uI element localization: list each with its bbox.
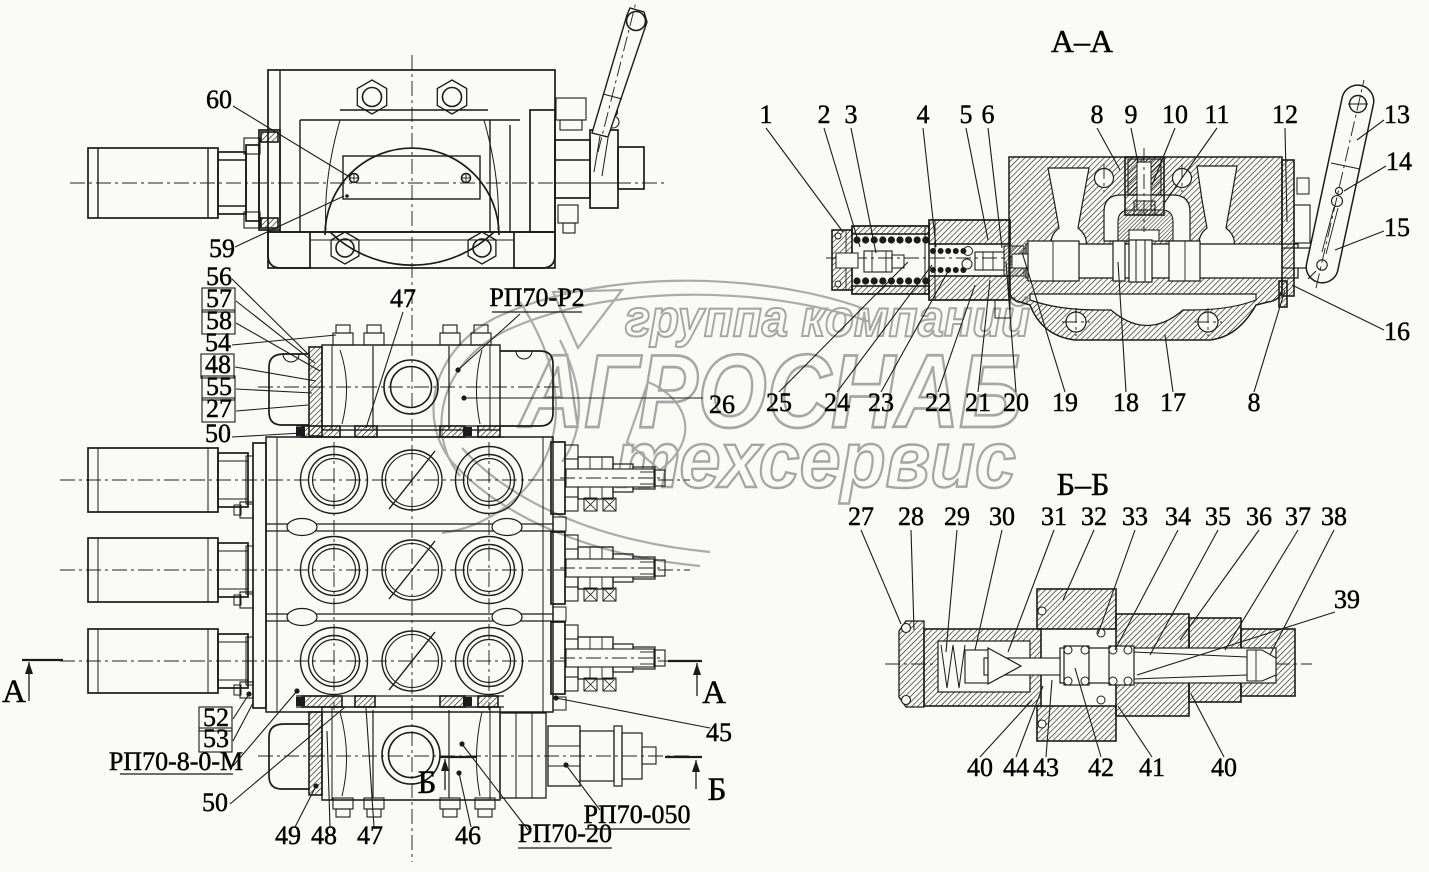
svg-text:12: 12 — [1272, 100, 1298, 129]
svg-text:31: 31 — [1041, 502, 1067, 531]
svg-text:43: 43 — [1033, 753, 1059, 782]
svg-text:18: 18 — [1113, 388, 1139, 417]
svg-text:10: 10 — [1162, 100, 1188, 129]
svg-text:37: 37 — [1285, 502, 1311, 531]
svg-text:36: 36 — [1246, 502, 1272, 531]
svg-text:А–А: А–А — [1051, 23, 1113, 59]
svg-text:55: 55 — [206, 372, 232, 401]
svg-text:26: 26 — [709, 390, 735, 419]
svg-text:21: 21 — [965, 388, 991, 417]
svg-text:47: 47 — [390, 284, 416, 313]
svg-text:40: 40 — [967, 753, 993, 782]
svg-text:25: 25 — [766, 388, 792, 417]
svg-text:39: 39 — [1334, 585, 1360, 614]
svg-text:22: 22 — [925, 388, 951, 417]
svg-text:РП70-8-0-М: РП70-8-0-М — [109, 747, 243, 776]
svg-text:49: 49 — [275, 821, 301, 850]
svg-text:60: 60 — [206, 85, 232, 114]
svg-text:41: 41 — [1139, 753, 1165, 782]
svg-text:А: А — [2, 674, 26, 710]
svg-text:44: 44 — [1003, 753, 1029, 782]
svg-text:42: 42 — [1088, 753, 1114, 782]
svg-text:35: 35 — [1205, 502, 1231, 531]
svg-text:6: 6 — [982, 100, 995, 129]
svg-text:29: 29 — [944, 502, 970, 531]
svg-text:5: 5 — [960, 100, 973, 129]
svg-text:34: 34 — [1165, 502, 1191, 531]
svg-text:А: А — [702, 675, 726, 711]
svg-text:РП70-050: РП70-050 — [584, 800, 691, 829]
svg-text:Б–Б: Б–Б — [1057, 466, 1110, 502]
svg-text:9: 9 — [1125, 100, 1138, 129]
svg-text:23: 23 — [868, 388, 894, 417]
svg-text:11: 11 — [1204, 100, 1229, 129]
svg-text:50: 50 — [205, 419, 231, 448]
svg-text:27: 27 — [206, 394, 232, 423]
svg-text:Б: Б — [418, 765, 437, 801]
svg-text:РП70-Р2: РП70-Р2 — [489, 283, 584, 312]
svg-text:19: 19 — [1052, 388, 1078, 417]
svg-text:17: 17 — [1160, 388, 1186, 417]
svg-text:30: 30 — [989, 502, 1015, 531]
svg-text:53: 53 — [203, 724, 229, 753]
svg-text:20: 20 — [1003, 388, 1029, 417]
svg-text:48: 48 — [311, 821, 337, 850]
svg-text:РП70-20: РП70-20 — [518, 819, 612, 848]
svg-text:54: 54 — [205, 328, 231, 357]
svg-text:47: 47 — [357, 821, 383, 850]
svg-text:56: 56 — [206, 262, 232, 291]
svg-text:48: 48 — [205, 350, 231, 379]
svg-text:45: 45 — [706, 718, 732, 747]
svg-text:52: 52 — [203, 703, 229, 732]
svg-text:техсервис: техсервис — [615, 415, 1016, 504]
svg-text:58: 58 — [206, 306, 232, 335]
svg-text:16: 16 — [1384, 317, 1410, 346]
svg-text:50: 50 — [202, 788, 228, 817]
svg-text:АГРОСНАБ: АГРОСНАБ — [517, 334, 1022, 450]
svg-text:1: 1 — [760, 100, 773, 129]
svg-text:38: 38 — [1321, 502, 1347, 531]
svg-text:13: 13 — [1384, 100, 1410, 129]
svg-text:8: 8 — [1248, 388, 1261, 417]
svg-text:46: 46 — [455, 821, 481, 850]
svg-text:57: 57 — [206, 284, 232, 313]
svg-text:40: 40 — [1211, 753, 1237, 782]
svg-text:24: 24 — [824, 388, 850, 417]
svg-text:32: 32 — [1081, 502, 1107, 531]
svg-text:59: 59 — [209, 234, 235, 263]
svg-text:33: 33 — [1122, 502, 1148, 531]
svg-text:Б: Б — [708, 772, 727, 808]
svg-text:3: 3 — [845, 100, 858, 129]
svg-text:28: 28 — [898, 502, 924, 531]
svg-text:4: 4 — [917, 100, 930, 129]
svg-text:2: 2 — [818, 100, 831, 129]
svg-text:15: 15 — [1384, 213, 1410, 242]
svg-text:14: 14 — [1386, 147, 1412, 176]
svg-text:27: 27 — [848, 502, 874, 531]
svg-text:8: 8 — [1091, 100, 1104, 129]
